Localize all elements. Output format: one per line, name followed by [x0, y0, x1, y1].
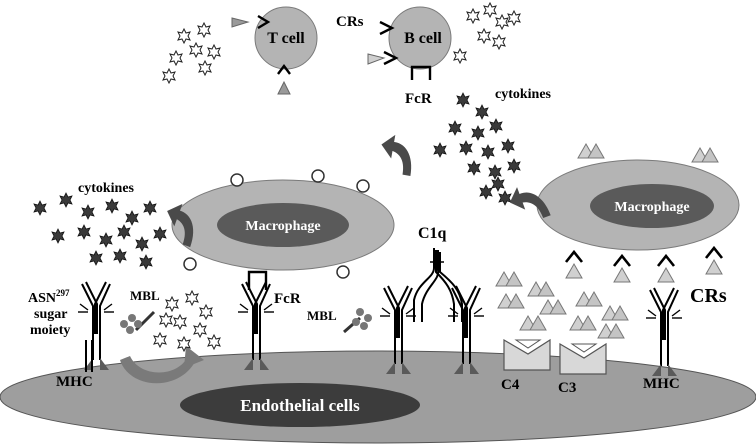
sugar-label: sugar [34, 307, 67, 322]
t-cell-label: T cell [267, 30, 305, 47]
t-cell-receptor-left [257, 14, 271, 30]
curved-arrow-bottom-left [120, 346, 204, 384]
antigen-triangles-top-right [577, 143, 719, 163]
antigen-triangle [231, 17, 250, 28]
complement-receptor [379, 20, 395, 36]
antigen-triangles-cloud [495, 271, 629, 339]
c1q-complex [413, 248, 463, 322]
b-cell: B cell CRs FcR [336, 6, 452, 107]
c3-label: C3 [558, 380, 576, 396]
fc-receptor-mid [247, 270, 268, 290]
curved-arrow-center [376, 132, 417, 177]
cytokine-cluster-left [33, 192, 167, 270]
crs-top-label: CRs [336, 14, 364, 30]
complement-receptor [383, 50, 399, 66]
mbl-left-label: MBL [130, 288, 160, 303]
mhc-left [85, 340, 93, 372]
b-cell-label: B cell [404, 30, 442, 47]
fc-receptor-top [410, 65, 432, 80]
receptor-bound-antigens [565, 258, 723, 283]
fcr-mid-label: FcR [274, 291, 301, 307]
macrophage-receptor [183, 169, 370, 279]
mbl-center-label: MBL [307, 308, 337, 323]
c3-complex [559, 342, 607, 375]
t-cell: T cell [231, 6, 318, 95]
moiety-label: moiety [30, 323, 70, 338]
macrophage-left-label: Macrophage [245, 219, 320, 234]
antibody-right [645, 287, 683, 377]
c4-complex [503, 338, 551, 371]
endothelial-cells-label: Endothelial cells [240, 396, 360, 415]
t-cell-receptor-bottom [277, 64, 291, 75]
mhc-right-label: MHC [643, 376, 680, 392]
antigen-triangle [367, 53, 386, 65]
macrophage-right: Macrophage [536, 159, 740, 283]
fcr-top-label: FcR [405, 91, 432, 107]
cytokines-label-left: cytokines [78, 181, 135, 196]
asn-label: ASN297 [28, 288, 70, 306]
cytokines-label-right: cytokines [495, 87, 552, 102]
mbl-left [120, 310, 156, 334]
c4-label: C4 [501, 377, 520, 393]
antibody-left [77, 281, 115, 371]
mhc-left-label: MHC [56, 374, 93, 390]
macrophage-right-label: Macrophage [614, 200, 689, 215]
c1q-label: C1q [418, 225, 447, 242]
mbl-center [343, 308, 372, 334]
cytokine-cluster-right [433, 92, 521, 206]
crs-right-label: CRs [690, 285, 727, 307]
cytokine-cluster-bottom-left [153, 290, 221, 352]
complement-receptors-right [564, 246, 724, 268]
endothelial-cell: Endothelial cells [0, 350, 756, 444]
macrophage-left: Macrophage [171, 169, 395, 290]
antigen-triangle [277, 80, 291, 95]
